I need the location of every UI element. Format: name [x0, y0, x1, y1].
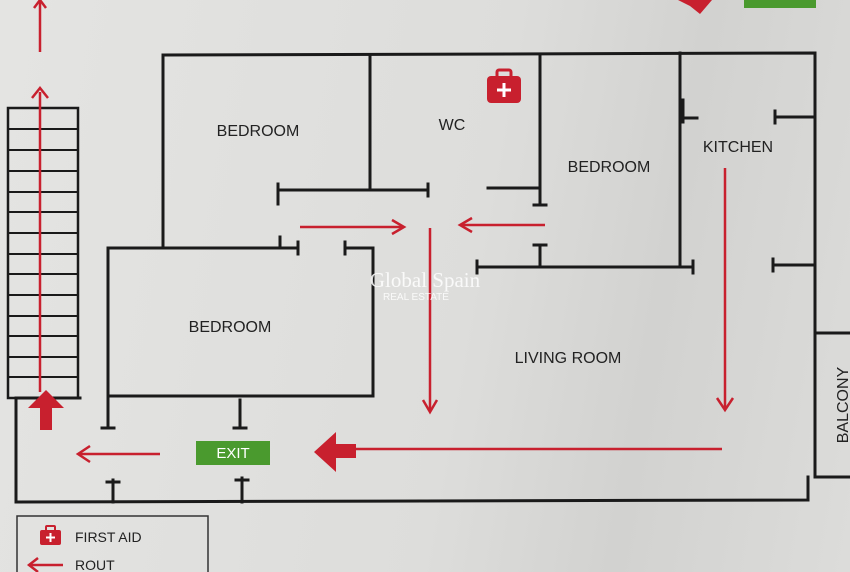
big-up-arrow [28, 390, 64, 430]
room-label-wc: WC [439, 117, 466, 134]
first-aid-kit-icon [487, 68, 521, 103]
stairs [6, 106, 80, 400]
watermark-sub: REAL ESTATE [383, 292, 449, 303]
room-label-bedroom: BEDROOM [189, 319, 272, 336]
room-label-living-room: LIVING ROOM [515, 350, 622, 367]
legend-first-aid: FIRST AID [75, 529, 142, 545]
first-aid-kit-icon [40, 525, 61, 545]
evacuation-routes [28, 0, 735, 472]
exit-label: EXIT [216, 445, 249, 462]
arrow-left-icon [26, 557, 63, 572]
exit-sign: EXIT [196, 0, 816, 465]
walls [6, 51, 850, 504]
legend: FIRST AID ROUT [16, 515, 209, 572]
room-label-kitchen: KITCHEN [703, 139, 773, 156]
room-label-balcony: BALCONY [835, 366, 850, 443]
room-label-bedroom: BEDROOM [568, 159, 651, 176]
exit-sign-top [744, 0, 816, 8]
watermark-brand: Global Spain [370, 268, 481, 292]
room-label-bedroom: BEDROOM [217, 123, 300, 140]
legend-route: ROUT [75, 557, 115, 572]
big-left-arrow [314, 432, 356, 472]
watermark: Global Spain REAL ESTATE [370, 268, 481, 303]
